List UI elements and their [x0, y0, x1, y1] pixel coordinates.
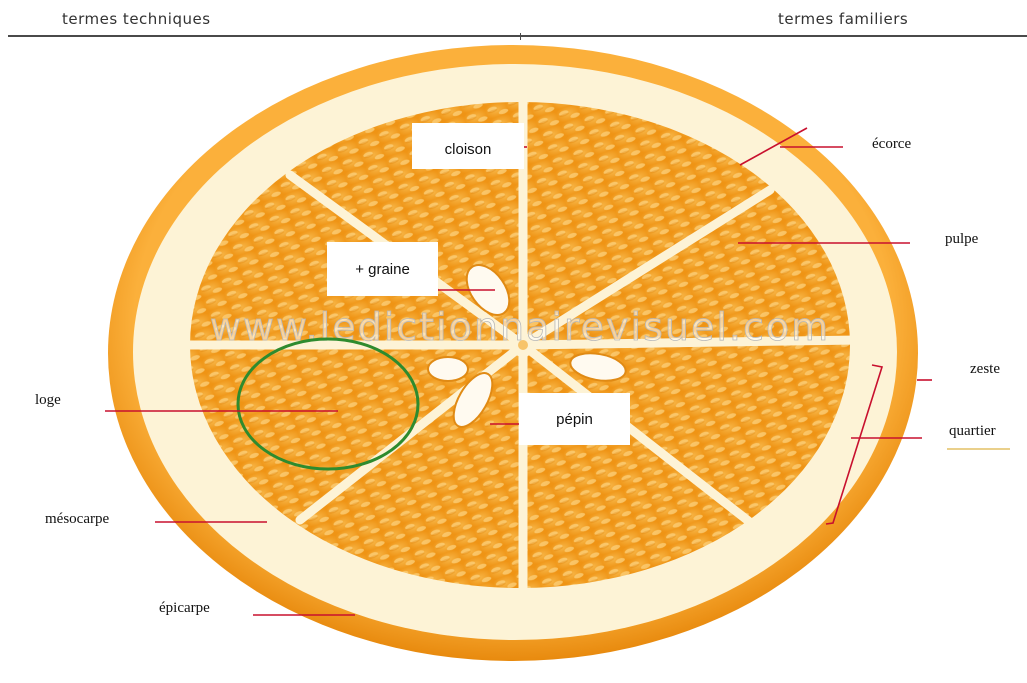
epicarpe-label: épicarpe [159, 600, 210, 617]
graine-label-box: + graine [327, 242, 438, 296]
cloison-label-box: cloison [412, 123, 524, 169]
loge-label: loge [35, 392, 61, 409]
graine-label: + graine [355, 261, 410, 278]
pulpe-label: pulpe [945, 231, 978, 248]
zeste-label: zeste [970, 361, 1000, 378]
pepin-label-box: pépin [519, 393, 630, 445]
pepin-label: pépin [556, 411, 593, 428]
mesocarpe-label: mésocarpe [45, 511, 109, 528]
cloison-label: cloison [445, 141, 492, 158]
quartier-label: quartier [949, 423, 996, 440]
ecorce-label: écorce [872, 136, 911, 153]
